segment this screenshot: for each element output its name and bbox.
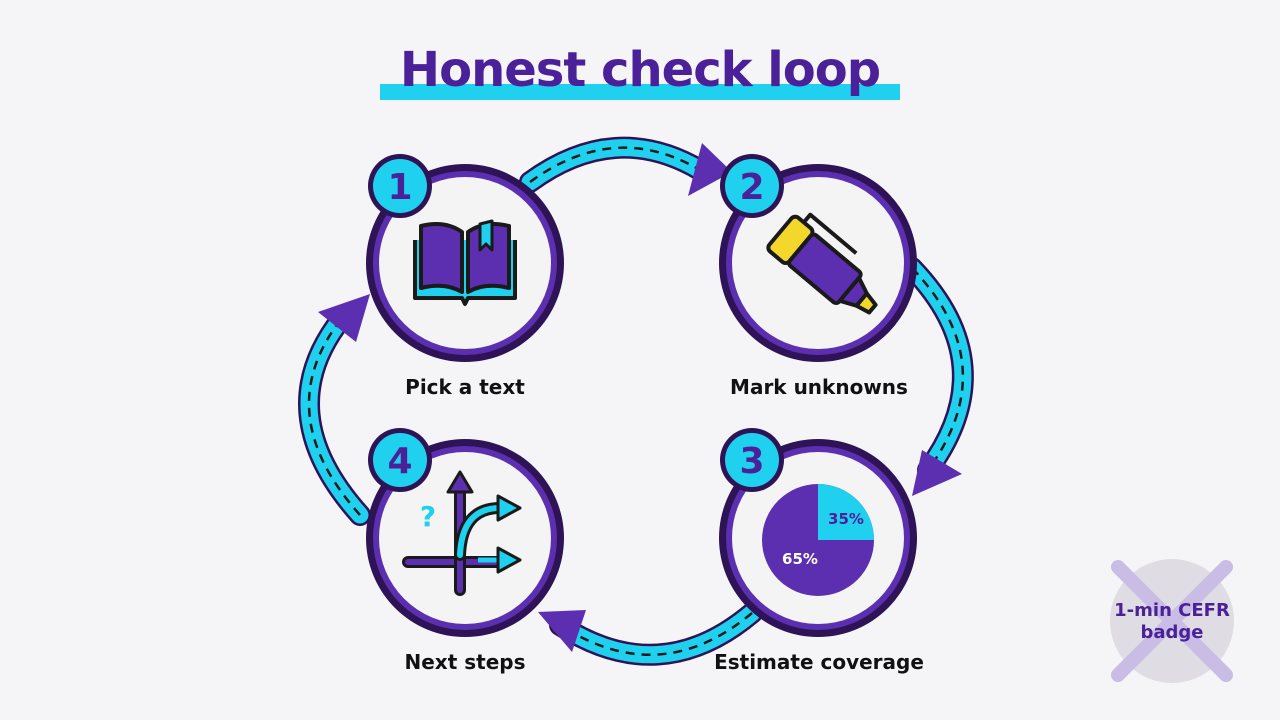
arrowhead-to-step-2: [688, 143, 732, 196]
pie-chart-icon: 35% 65%: [762, 484, 874, 596]
title-container: Honest check loop: [0, 38, 1280, 102]
question-mark: ?: [420, 500, 436, 533]
pie-label-35: 35%: [828, 510, 864, 528]
step-3: 35% 65% 3: [719, 428, 917, 637]
badge-label-line-1: 1-min CEFR: [1114, 600, 1230, 621]
step-1: 1: [366, 154, 564, 362]
step-3-label: Estimate coverage: [714, 650, 924, 674]
step-3-number: 3: [739, 441, 764, 482]
step-4-number: 4: [387, 441, 412, 482]
arrowhead-to-step-1: [318, 294, 370, 342]
connector-4-to-1: [298, 294, 371, 526]
title-underline: [380, 84, 900, 100]
step-1-label: Pick a text: [405, 375, 525, 399]
open-book-icon: [413, 219, 517, 306]
connector-3-to-4: [538, 602, 763, 666]
connector-2-to-3: [901, 257, 974, 496]
step-2-number: 2: [739, 167, 764, 208]
badge-label-line-2: badge: [1140, 622, 1204, 643]
step-4-label: Next steps: [404, 650, 526, 674]
badge-label: 1-min CEFR badge: [1100, 600, 1244, 644]
pie-slice-35: [818, 484, 874, 540]
step-1-number: 1: [387, 167, 412, 208]
step-4: ? 4: [366, 428, 564, 637]
branching-arrows-icon: ?: [402, 470, 522, 596]
bookmark-icon: [478, 219, 494, 252]
arrowhead-to-step-4: [538, 610, 586, 652]
step-2: 2: [719, 154, 917, 362]
crossed-out-badge: [1110, 559, 1234, 683]
connector-1-to-2: [519, 136, 732, 196]
step-2-label: Mark unknowns: [730, 375, 908, 399]
badge-cross-line-2: [1111, 560, 1233, 682]
arrowhead-to-step-3: [912, 450, 962, 496]
page-title: Honest check loop: [399, 42, 881, 98]
pie-label-65: 65%: [782, 550, 818, 568]
highlighter-icon: [766, 212, 878, 315]
